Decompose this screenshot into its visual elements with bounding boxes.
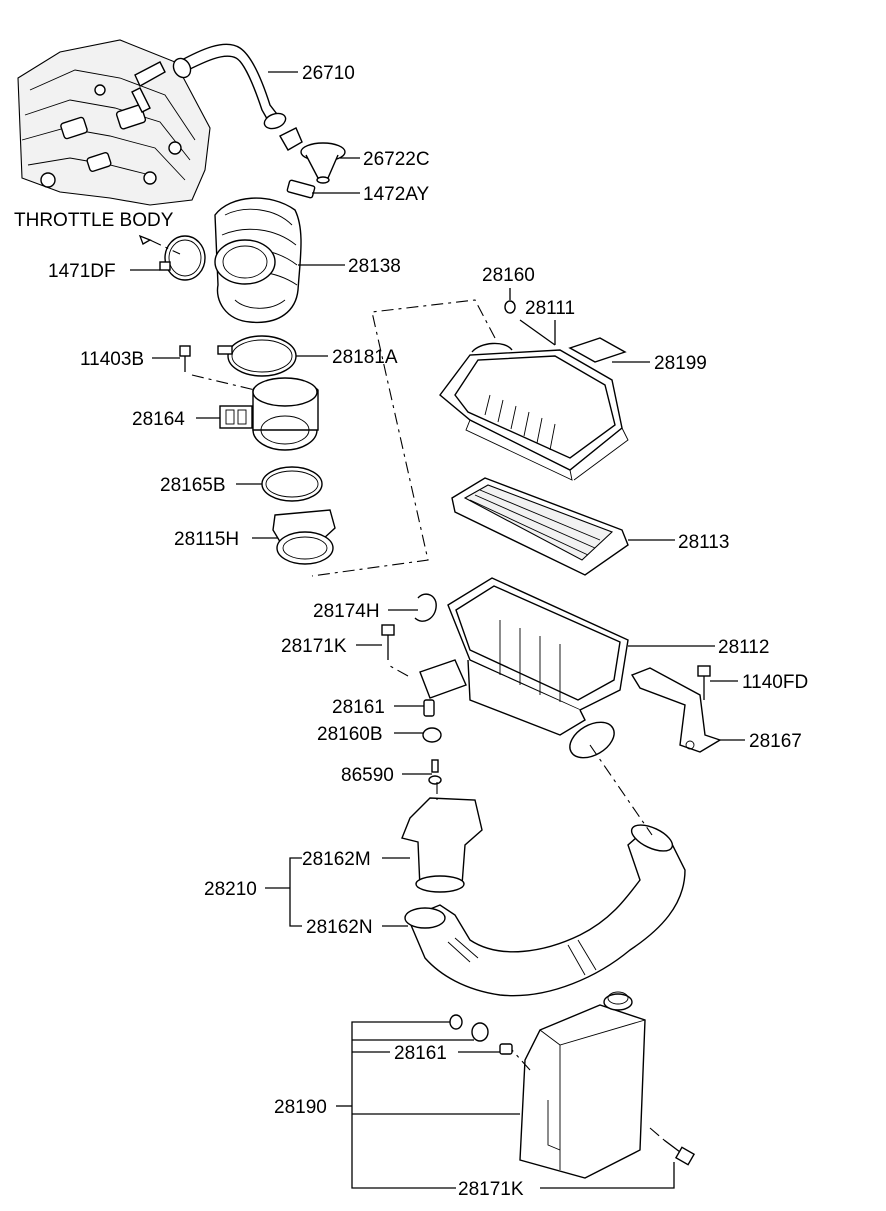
grommet xyxy=(471,1022,489,1042)
label-28112: 28112 xyxy=(718,637,769,658)
label-28161-top: 28161 xyxy=(332,697,385,718)
label-1471df: 1471DF xyxy=(48,261,116,282)
label-28165b: 28165B xyxy=(160,475,226,496)
part-labels: THROTTLE BODY 26710 26722C 1472AY 28138 … xyxy=(14,63,808,1200)
engine-head-illustration xyxy=(17,39,211,206)
intake-duct-hose xyxy=(404,824,686,997)
grommet-28160b xyxy=(422,727,442,743)
label-28160b: 28160B xyxy=(317,724,383,745)
label-28174h: 28174H xyxy=(313,601,380,622)
label-1472ay: 1472AY xyxy=(363,184,430,205)
label-28171k-bottom: 28171K xyxy=(458,1179,524,1200)
bolt-11403b xyxy=(179,345,191,372)
label-28167: 28167 xyxy=(749,731,802,752)
label-28111: 28111 xyxy=(525,298,575,319)
label-28199: 28199 xyxy=(654,353,707,374)
label-28190: 28190 xyxy=(274,1097,327,1118)
air-filter-element xyxy=(451,477,629,576)
label-28161-bottom: 28161 xyxy=(394,1043,447,1064)
mount-bracket xyxy=(419,659,467,699)
clip-28174h xyxy=(414,593,437,622)
label-26722c: 26722C xyxy=(363,149,430,170)
label-28113: 28113 xyxy=(678,532,729,553)
bracket xyxy=(630,667,722,753)
dashed-connectors xyxy=(149,239,665,1141)
label-28138: 28138 xyxy=(348,256,401,277)
plug-28160 xyxy=(504,300,516,314)
label-28171k-top: 28171K xyxy=(281,636,347,657)
leader-lines xyxy=(130,71,745,1189)
clip-1472ay xyxy=(286,179,316,199)
label-sticker xyxy=(568,337,627,363)
fastener-86590 xyxy=(428,759,442,785)
air-cleaner-body xyxy=(447,577,629,759)
label-28162n: 28162N xyxy=(306,917,373,938)
o-ring xyxy=(449,1014,463,1030)
label-28115h: 28115H xyxy=(174,529,239,550)
adapter-duct xyxy=(272,509,336,565)
label-28160: 28160 xyxy=(482,265,535,286)
gasket-ring xyxy=(261,466,323,502)
sleeve-28161-bottom xyxy=(499,1043,513,1055)
label-86590: 86590 xyxy=(341,765,394,786)
bolt-28171k-top xyxy=(381,624,395,660)
label-28181a: 28181A xyxy=(332,347,398,368)
label-28210: 28210 xyxy=(204,879,257,900)
intake-hose xyxy=(214,197,302,324)
label-28162m: 28162M xyxy=(302,849,371,870)
bolt-28171k-bottom xyxy=(663,1139,696,1166)
label-26710: 26710 xyxy=(302,63,355,84)
label-11403b: 11403B xyxy=(80,349,144,370)
label-28164: 28164 xyxy=(132,409,185,430)
resonator-duct xyxy=(401,797,483,893)
air-cleaner-cover xyxy=(439,342,629,481)
arrow-icon xyxy=(138,234,152,245)
breather-fitting xyxy=(300,142,346,184)
breather-hose xyxy=(172,43,303,151)
sleeve-28161-top xyxy=(423,699,435,717)
bolt-1140fd xyxy=(697,665,711,700)
resonator-tank xyxy=(519,991,646,1179)
air-flow-sensor xyxy=(219,377,319,451)
label-throttle-body: THROTTLE BODY xyxy=(14,210,174,231)
hose-clamp xyxy=(159,235,206,281)
clamp-28181a xyxy=(217,335,297,377)
label-1140fd: 1140FD xyxy=(742,672,808,693)
